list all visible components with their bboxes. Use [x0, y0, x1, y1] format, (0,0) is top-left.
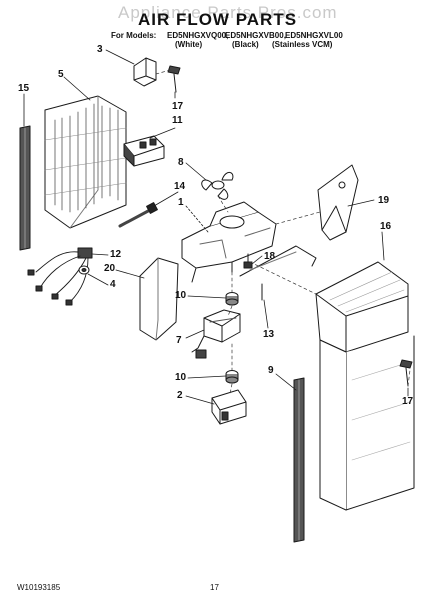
callout-leader-lines — [23, 49, 409, 405]
part-3-cap — [133, 57, 157, 87]
callout-part-16: 16 — [380, 221, 392, 232]
part-1-fan-housing — [181, 201, 277, 283]
callout-part-10-lower: 10 — [175, 372, 187, 383]
part-17-screw-top — [167, 65, 181, 93]
callout-part-11: 11 — [172, 115, 183, 126]
model-number-stainless: ED5NHGXVL00 — [285, 31, 343, 40]
part-13-bracket — [239, 245, 317, 301]
part-9-foam-strip — [293, 377, 305, 543]
watermark: Appliance Parts Pros.com — [118, 3, 338, 22]
part-10-bearing-lower — [225, 370, 239, 384]
callout-part-12: 12 — [110, 249, 122, 260]
assembly-guide-lines — [155, 69, 411, 395]
callout-part-3: 3 — [97, 44, 103, 55]
part-19-bracket — [317, 164, 359, 241]
callout-part-15: 15 — [18, 83, 30, 94]
callout-part-9: 9 — [268, 365, 274, 376]
callout-part-17-right: 17 — [402, 396, 414, 407]
part-7-fan-motor — [191, 309, 241, 359]
model-number-white: ED5NHGXVQ00, — [167, 31, 229, 40]
part-2-motor-mount — [211, 389, 247, 425]
callout-part-5: 5 — [58, 69, 64, 80]
part-17-screw-right — [399, 359, 413, 387]
callout-part-17-top: 17 — [172, 101, 184, 112]
part-12-wire-harness — [27, 247, 93, 306]
callout-part-7: 7 — [176, 335, 182, 346]
diagram-title: AIR FLOW PARTS — [137, 10, 298, 29]
variant-black: (Black) — [232, 40, 259, 49]
callout-part-18: 18 — [264, 251, 276, 262]
document-number: W10193185 — [17, 583, 61, 592]
callout-part-13: 13 — [263, 329, 275, 340]
part-10-bearing-upper — [225, 292, 239, 306]
callout-part-2: 2 — [177, 390, 183, 401]
part-15-foam-strip — [19, 125, 31, 251]
part-4-grommet — [78, 265, 90, 275]
models-label: For Models: — [111, 31, 157, 40]
callout-part-1: 1 — [178, 197, 184, 208]
callout-part-8: 8 — [178, 157, 184, 168]
model-number-black: ED5NHGXVB00, — [225, 31, 286, 40]
part-14-shaft — [118, 202, 158, 228]
callout-part-20: 20 — [104, 263, 116, 274]
part-8-fan-blade — [201, 172, 234, 200]
callout-part-19: 19 — [378, 195, 390, 206]
variant-stainless: (Stainless VCM) — [272, 40, 333, 49]
part-16-duct-cover — [315, 261, 415, 511]
variant-white: (White) — [175, 40, 203, 49]
part-5-back-panel — [44, 95, 127, 229]
part-18-screw — [243, 253, 253, 269]
callout-part-14: 14 — [174, 181, 186, 192]
part-11-thermistor-housing — [123, 135, 165, 167]
callout-part-10-upper: 10 — [175, 290, 187, 301]
part-20-baffle — [139, 257, 179, 341]
page-number: 17 — [210, 583, 219, 592]
callout-part-4: 4 — [110, 279, 116, 290]
